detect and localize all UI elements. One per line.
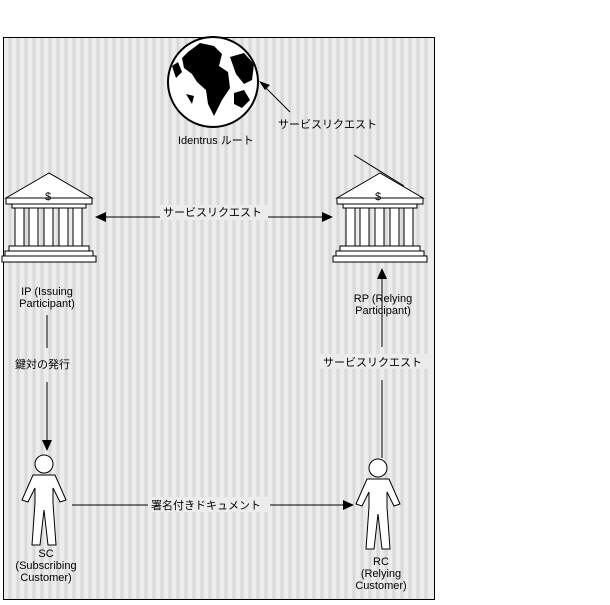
ip-bank-icon: [1, 172, 97, 263]
ip-label-line2: Participant): [19, 298, 75, 310]
connector-rp-root: [353, 154, 405, 187]
rc-label-line1: RC: [373, 556, 389, 568]
rp-label-line1: RP (Relying: [354, 293, 413, 305]
globe-icon: [167, 36, 259, 128]
sc-label-line2: (Subscribing: [15, 560, 76, 572]
arrow-rp-to-root: [261, 83, 291, 113]
edge-label-rc-to-rp: サービスリクエスト: [323, 356, 422, 369]
arrowhead-rc: [343, 500, 354, 510]
background-stripes: [8, 38, 428, 599]
ip-symbol: $: [45, 191, 51, 203]
arrowhead-sc: [42, 440, 52, 451]
edge-label-ip-to-sc: 鍵対の発行: [15, 357, 70, 371]
sc-person-icon: [21, 454, 67, 546]
arrowhead-root: [259, 81, 270, 90]
arrowhead-rp: [322, 212, 333, 222]
sc-label-line1: SC: [38, 548, 53, 560]
rc-label-line2: (Relying: [361, 568, 401, 580]
ip-label-line1: IP (Issuing: [21, 286, 73, 298]
rp-symbol: $: [375, 191, 381, 203]
rc-person-icon: [355, 458, 401, 550]
sc-label-line3: Customer): [20, 572, 71, 584]
edge-label-rp-to-root: サービスリクエスト: [278, 118, 377, 131]
root-label: Identrus ルート: [178, 135, 254, 147]
rc-label-line3: Customer): [355, 580, 406, 592]
arrowhead-rp-up: [377, 268, 387, 279]
rp-bank-icon: [332, 172, 428, 263]
edge-label-ip-rp: サービスリクエスト: [163, 206, 262, 219]
rp-label-line2: Participant): [355, 305, 411, 317]
edge-label-sc-to-rc: 署名付きドキュメント: [151, 498, 261, 512]
arrowhead-ip: [95, 212, 106, 222]
